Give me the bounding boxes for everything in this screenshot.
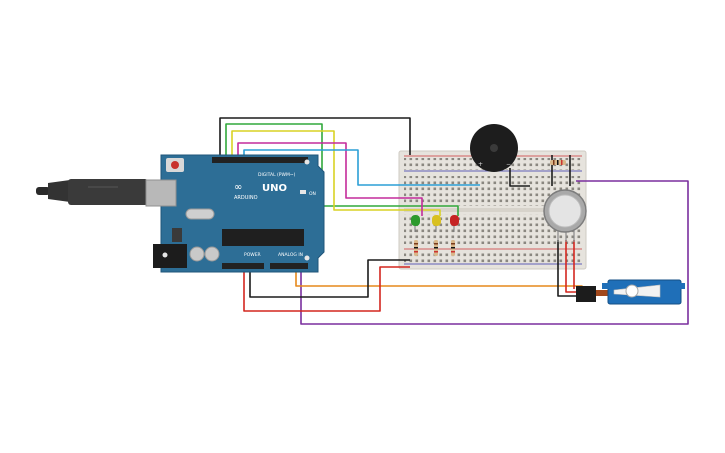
power-jack	[153, 244, 187, 268]
usb-strain-relief	[48, 180, 70, 202]
resistor-band	[451, 243, 455, 245]
resistor-sensor[interactable]	[550, 160, 566, 165]
on-label: ON	[309, 191, 316, 197]
resistor-band	[414, 251, 418, 253]
wire-black-servo-gnd[interactable]	[557, 240, 576, 297]
crystal-oscillator	[185, 208, 215, 220]
wire-green-led[interactable]	[225, 123, 459, 216]
resistor-band	[561, 160, 563, 165]
digital-header[interactable]	[212, 157, 308, 163]
mounting-hole	[162, 252, 168, 258]
servo-mount-tab	[679, 283, 685, 289]
digital-label: DIGITAL (PWM~)	[258, 172, 296, 178]
usb-port	[145, 179, 177, 207]
buzzer-plus-label: +	[478, 161, 483, 168]
wires	[219, 117, 689, 325]
board-logo-text: UNO	[262, 183, 287, 194]
resistor-led-yellow[interactable]	[434, 240, 438, 256]
mounting-hole	[304, 159, 310, 165]
wire-black-gnd-bottom[interactable]	[249, 259, 410, 298]
buzzer-icon[interactable]: + −	[470, 124, 518, 172]
arduino-infinity-logo: ∞	[234, 182, 242, 193]
usb-plug-body	[68, 179, 148, 205]
arduino-uno-board[interactable]: ∞ UNO ARDUINO DIGITAL (PWM~) POWER ANALO…	[145, 154, 325, 273]
analog-label: ANALOG IN	[278, 252, 303, 258]
resistor-band	[414, 247, 418, 249]
led-green-body	[411, 215, 420, 226]
led-red[interactable]	[450, 215, 459, 232]
bottom-power-rail	[404, 251, 582, 263]
power-label: POWER	[244, 252, 261, 258]
servo-mount-tab	[602, 283, 610, 289]
resistor-led-green[interactable]	[414, 240, 418, 256]
resistor-band	[434, 251, 438, 253]
wire-black-buzzer-gnd[interactable]	[509, 168, 530, 187]
resistor-band	[434, 243, 438, 245]
wire-black-gnd-top[interactable]	[219, 117, 411, 160]
resistor-band	[557, 160, 559, 165]
usb-cable-end	[36, 187, 50, 195]
on-led	[300, 190, 306, 194]
breadboard-center-channel	[404, 208, 582, 212]
led-yellow[interactable]	[432, 215, 441, 232]
capacitor-1	[189, 246, 205, 262]
power-header[interactable]	[222, 263, 264, 269]
capacitor-2	[204, 246, 220, 262]
wire-red-5v[interactable]	[243, 266, 410, 312]
board-brand-text: ARDUINO	[234, 195, 258, 201]
resistor-band	[434, 247, 438, 249]
led-green[interactable]	[411, 215, 420, 232]
led-yellow-body	[432, 215, 441, 226]
wire-yellow-led[interactable]	[231, 130, 441, 216]
wire-red-servo-vcc[interactable]	[565, 240, 578, 293]
buzzer-minus-label: −	[506, 161, 511, 168]
buzzer-hole	[490, 144, 498, 152]
resistor-band	[451, 247, 455, 249]
led-red-body	[450, 215, 459, 226]
mounting-hole	[304, 255, 310, 261]
sensor-mesh	[548, 194, 582, 228]
servo-cable	[596, 290, 610, 296]
wire-purple-sensor-analog[interactable]	[300, 180, 689, 325]
resistor-band	[414, 243, 418, 245]
reset-button-cap	[171, 161, 179, 169]
resistor-led-red[interactable]	[451, 240, 455, 256]
wire-blue-buzzer[interactable]	[243, 149, 480, 186]
gas-sensor-icon[interactable]	[543, 189, 587, 242]
analog-header[interactable]	[270, 263, 308, 269]
voltage-regulator	[172, 228, 182, 242]
resistor-band	[553, 160, 555, 165]
atmega-chip	[222, 229, 304, 246]
servo-hub	[625, 284, 639, 298]
wire-orange-servo-signal[interactable]	[295, 268, 583, 295]
servo-connector	[576, 286, 596, 302]
wire-magenta-led[interactable]	[237, 142, 423, 216]
servo-icon[interactable]	[576, 279, 685, 305]
resistor-band	[451, 251, 455, 253]
